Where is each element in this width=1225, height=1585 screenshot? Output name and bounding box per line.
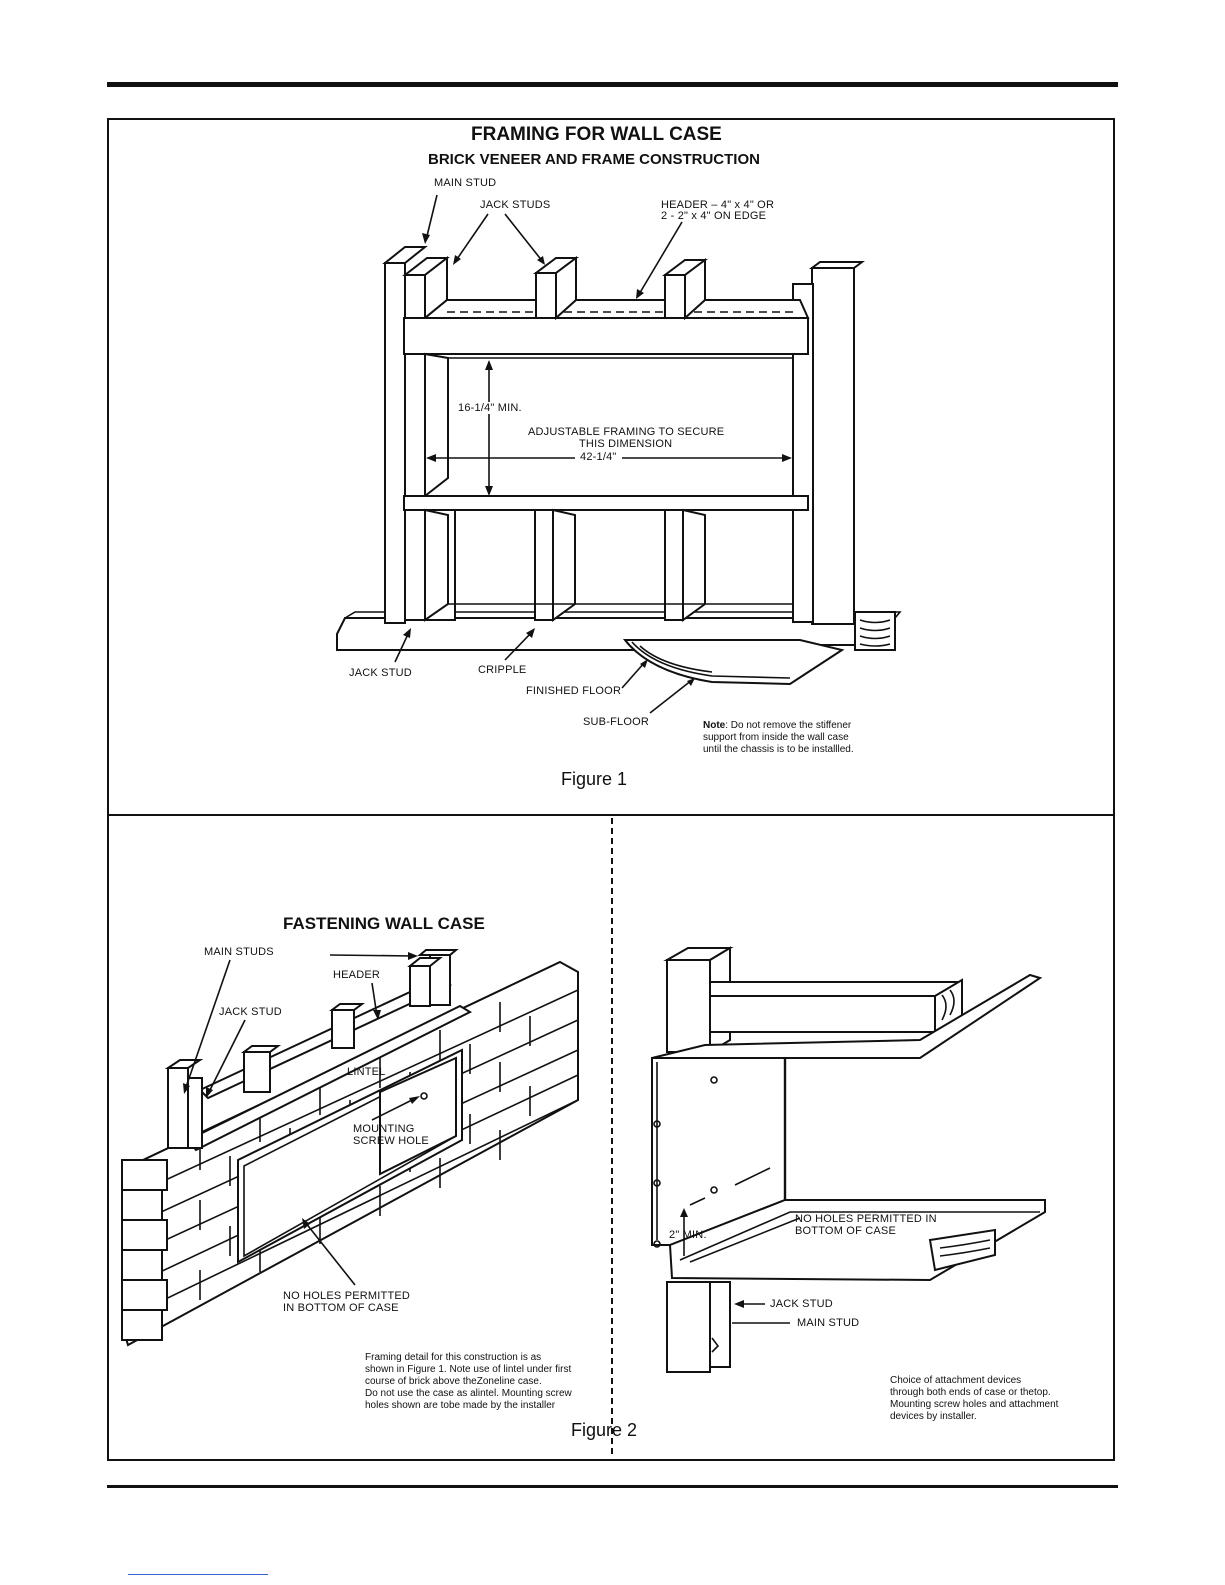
figure-frame bbox=[107, 118, 1115, 1461]
figure1-subtitle: BRICK VENEER AND FRAME CONSTRUCTION bbox=[428, 151, 760, 168]
figure2-title: FASTENING WALL CASE bbox=[283, 914, 485, 933]
label-no-holes-right-line2: BOTTOM OF CASE bbox=[795, 1225, 896, 1237]
label-height-dimension: 16-1/4" MIN. bbox=[458, 402, 522, 414]
label-min-dimension: 2" MIN. bbox=[669, 1229, 707, 1241]
figure2-left-note: Framing detail for this construction is … bbox=[365, 1352, 572, 1412]
right-note-line: through both ends of case or thetop. bbox=[890, 1387, 1051, 1398]
label-no-holes-right-line1: NO HOLES PERMITTED IN bbox=[795, 1213, 937, 1225]
figure1-title: FRAMING FOR WALL CASE bbox=[471, 124, 722, 145]
figure1-note: Note: Do not remove the stiffener suppor… bbox=[703, 720, 854, 756]
label-sub-floor: SUB-FLOOR bbox=[583, 716, 649, 728]
label-header: HEADER bbox=[333, 969, 381, 981]
label-jack-stud-left: JACK STUD bbox=[219, 1006, 282, 1018]
label-mounting-line1: MOUNTING bbox=[353, 1123, 415, 1135]
footer-link-line bbox=[128, 1574, 268, 1575]
label-jack-stud-right: JACK STUD bbox=[770, 1298, 833, 1310]
note-line2: support from inside the wall case bbox=[703, 732, 849, 743]
label-header-line2: 2 - 2" x 4" ON EDGE bbox=[661, 210, 767, 222]
label-jack-studs: JACK STUDS bbox=[480, 199, 551, 211]
label-main-studs: MAIN STUDS bbox=[204, 946, 274, 958]
right-note-line: Mounting screw holes and attachment bbox=[890, 1399, 1059, 1410]
right-note-line: devices by installer. bbox=[890, 1411, 977, 1422]
left-note-line: shown in Figure 1. Note use of lintel un… bbox=[365, 1364, 572, 1375]
note-line3: until the chassis is to be installled. bbox=[703, 744, 854, 755]
figure-divider bbox=[107, 814, 1115, 816]
bottom-rule bbox=[107, 1485, 1118, 1488]
label-header-line1: HEADER – 4" x 4" OR bbox=[661, 199, 775, 211]
label-finished-floor: FINISHED FLOOR bbox=[526, 685, 622, 697]
right-note-line: Choice of attachment devices bbox=[890, 1375, 1022, 1386]
note-line1: : Do not remove the stiffener bbox=[725, 720, 852, 731]
label-jack-stud: JACK STUD bbox=[349, 667, 412, 679]
note-label: Note bbox=[703, 720, 726, 731]
label-no-holes-left-line2: IN BOTTOM OF CASE bbox=[283, 1302, 399, 1314]
label-lintel: LINTEL bbox=[347, 1066, 386, 1078]
label-adjustable-line2: THIS DIMENSION bbox=[579, 438, 673, 450]
figure2-caption: Figure 2 bbox=[571, 1420, 638, 1440]
label-main-stud: MAIN STUD bbox=[434, 177, 497, 189]
top-rule bbox=[107, 82, 1118, 87]
figure1-caption: Figure 1 bbox=[561, 769, 628, 789]
label-width-dimension: 42-1/4" bbox=[580, 451, 617, 463]
figure2-right-note: Choice of attachment devices through bot… bbox=[890, 1375, 1058, 1423]
left-note-line: course of brick above theZoneline case. bbox=[365, 1376, 542, 1387]
figure2-center-divider bbox=[611, 818, 613, 1454]
left-note-line: holes shown are tobe made by the install… bbox=[365, 1400, 556, 1411]
left-note-line: Framing detail for this construction is … bbox=[365, 1352, 542, 1363]
label-no-holes-left-line1: NO HOLES PERMITTED bbox=[283, 1290, 411, 1302]
left-note-line: Do not use the case as alintel. Mounting… bbox=[365, 1388, 572, 1399]
label-adjustable-line1: ADJUSTABLE FRAMING TO SECURE bbox=[528, 426, 725, 438]
label-main-stud-right: MAIN STUD bbox=[797, 1317, 860, 1329]
label-cripple: CRIPPLE bbox=[478, 664, 527, 676]
label-mounting-line2: SCREW HOLE bbox=[353, 1135, 429, 1147]
